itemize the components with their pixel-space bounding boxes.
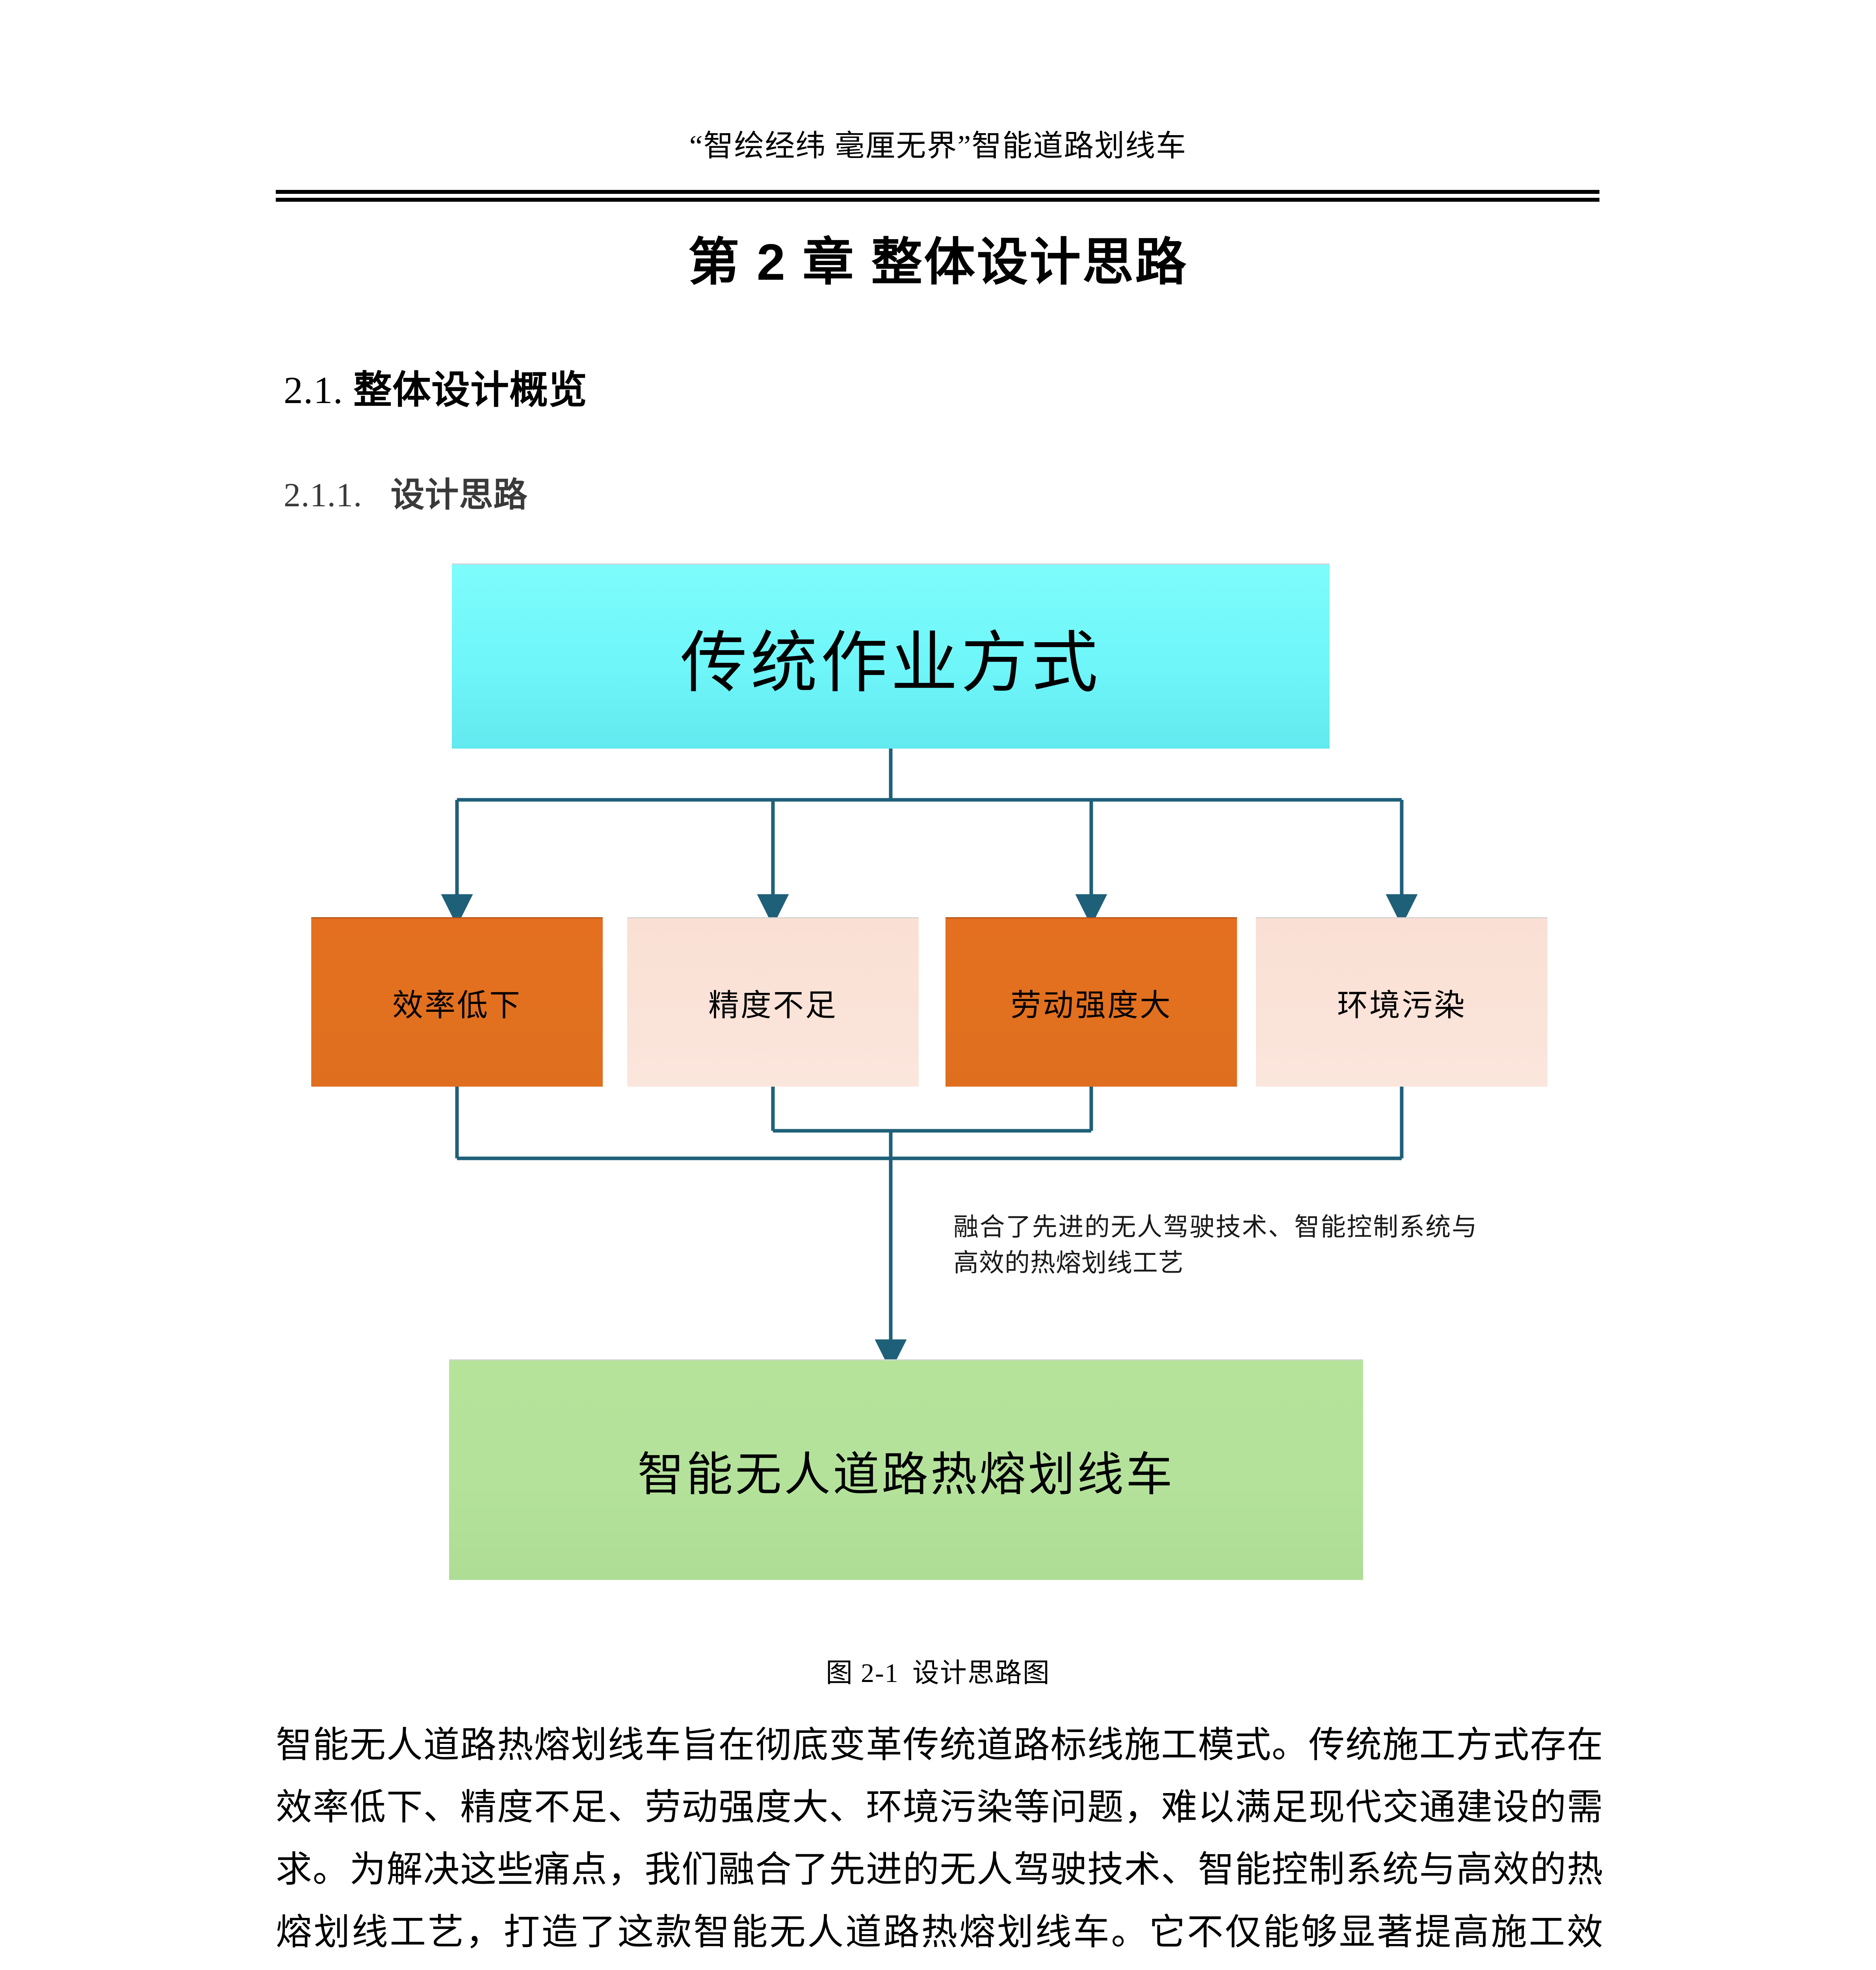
section-heading-2-1-1: 2.1.1. 设计思路 <box>284 467 528 516</box>
diagram-node-low-precision: 精度不足 <box>627 917 919 1087</box>
figure-caption-text: 设计思路图 <box>912 1658 1050 1688</box>
diagram-node-high-labor: 劳动强度大 <box>945 917 1237 1087</box>
body-paragraph: 智能无人道路热熔划线车旨在彻底变革传统道路标线施工模式。传统施工方式存在效率低下… <box>276 1725 1603 1952</box>
diagram-node-pollution: 环境污染 <box>1256 917 1547 1087</box>
diagram-node-traditional-method: 传统作业方式 <box>452 563 1330 749</box>
header-rule-line-top <box>276 190 1599 194</box>
diagram-connectors <box>441 749 1418 1372</box>
header-double-rule <box>276 190 1599 202</box>
section-heading-2-1: 2.1.整体设计概览 <box>284 359 587 414</box>
diagram-node-low-efficiency: 效率低下 <box>311 917 603 1087</box>
section-title-2-1: 整体设计概览 <box>353 368 588 411</box>
section-title-2-1-1: 设计思路 <box>390 476 528 514</box>
diagram-node-smart-vehicle: 智能无人道路热熔划线车 <box>449 1359 1363 1580</box>
header-rule-line-bottom <box>276 198 1599 202</box>
section-number-2-1: 2.1. <box>284 369 343 412</box>
chapter-title: 第 2 章 整体设计思路 <box>688 233 1188 291</box>
figure-caption-label: 图 2-1 <box>826 1658 899 1688</box>
diagram-annotation-text: 融合了先进的无人驾驶技术、智能控制系统与高效的热熔划线工艺 <box>953 1213 1477 1277</box>
section-number-2-1-1: 2.1.1. <box>284 476 362 514</box>
figure-caption: 图 2-1 设计思路图 <box>0 1651 1876 1690</box>
running-header-title: “智绘经纬 毫厘无界”智能道路划线车 <box>689 130 1187 163</box>
design-flow-diagram: 传统作业方式 效率低下 精度不足 劳动强度大 环境污染 融合了先进的无人驾驶技术… <box>0 544 1876 1631</box>
running-header: “智绘经纬 毫厘无界”智能道路划线车 <box>0 130 1876 163</box>
